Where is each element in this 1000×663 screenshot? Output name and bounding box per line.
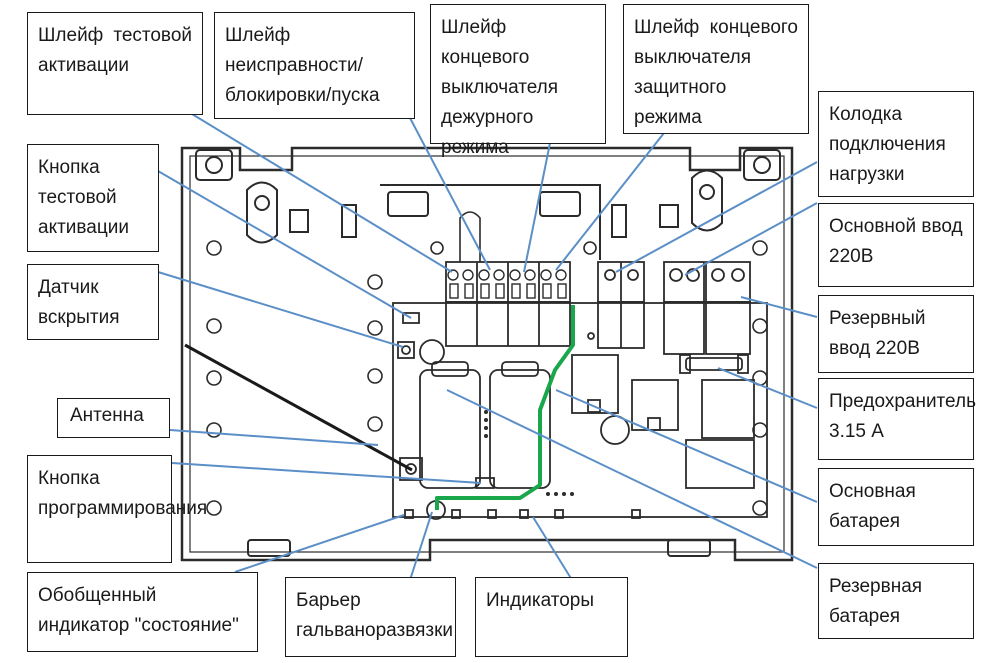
pcb [392,211,768,520]
label-antenna: Антенна [57,398,170,438]
smd-dots [484,410,574,496]
label-tamper-sensor: Датчик вскрытия [27,264,159,340]
label-test-button: Кнопка тестовой активации [27,144,159,252]
label-reserve-battery: Резервная батарея [818,563,974,639]
enclosure [180,146,794,562]
label-galvanic-barrier: Барьер гальваноразвязки [285,577,456,657]
label-load-terminal: Колодка подключения нагрузки [818,91,974,197]
label-reserve-input: Резервный ввод 220В [818,295,974,373]
label-main-battery: Основная батарея [818,468,974,546]
label-indicators: Индикаторы [475,577,628,657]
label-status-led: Обобщенный индикатор "состояние" [27,572,258,652]
label-test-loop: Шлейф тестовой активации [27,12,203,115]
label-limit-switch-duty: Шлейф концевого выключателя дежурного ре… [430,4,606,158]
leader-lines [157,113,818,581]
label-fuse: Предохранитель 3.15 А [818,378,976,460]
label-program-button: Кнопка программирования [27,455,207,563]
isolation-trace [435,305,575,510]
label-fault-loop: Шлейф неисправности/блокировки/пуска [214,12,415,119]
antenna-cable [184,343,413,472]
label-main-input: Основной ввод 220В [818,203,974,287]
label-limit-switch-protect: Шлейф концевого выключателя защитного ре… [623,4,809,134]
